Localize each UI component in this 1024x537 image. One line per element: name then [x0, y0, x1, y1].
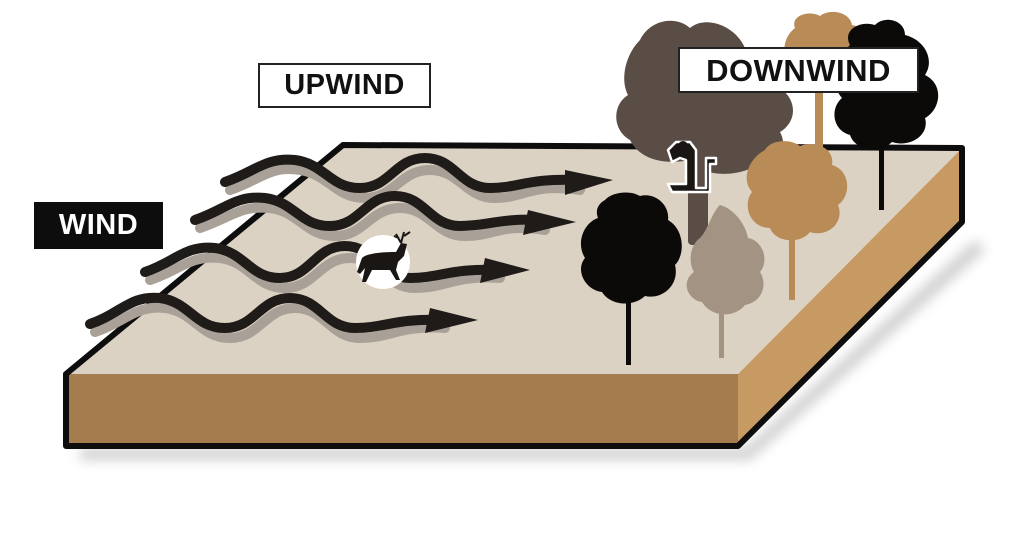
arrowhead-icon — [480, 258, 530, 283]
tree-black-front — [580, 192, 682, 365]
tree-tan — [746, 141, 848, 300]
upwind-label: UPWIND — [258, 63, 431, 108]
deer-icon — [356, 231, 411, 289]
tree-stand-icon — [666, 140, 718, 194]
ground-front-face — [66, 374, 738, 446]
wind-label: WIND — [34, 202, 163, 249]
wind-arrow-strokes — [85, 153, 585, 333]
ground-side-face — [738, 148, 962, 446]
wind-arrowheads — [425, 170, 613, 333]
arrowhead-icon — [425, 308, 478, 333]
ground-outline — [63, 142, 965, 449]
wind-arrow-shadows — [90, 164, 585, 343]
downwind-label: DOWNWIND — [678, 47, 919, 93]
arrowhead-icon — [565, 170, 613, 195]
arrowhead-icon — [523, 210, 576, 235]
wind-arrows — [85, 153, 613, 343]
tree-light-taupe — [686, 205, 765, 358]
